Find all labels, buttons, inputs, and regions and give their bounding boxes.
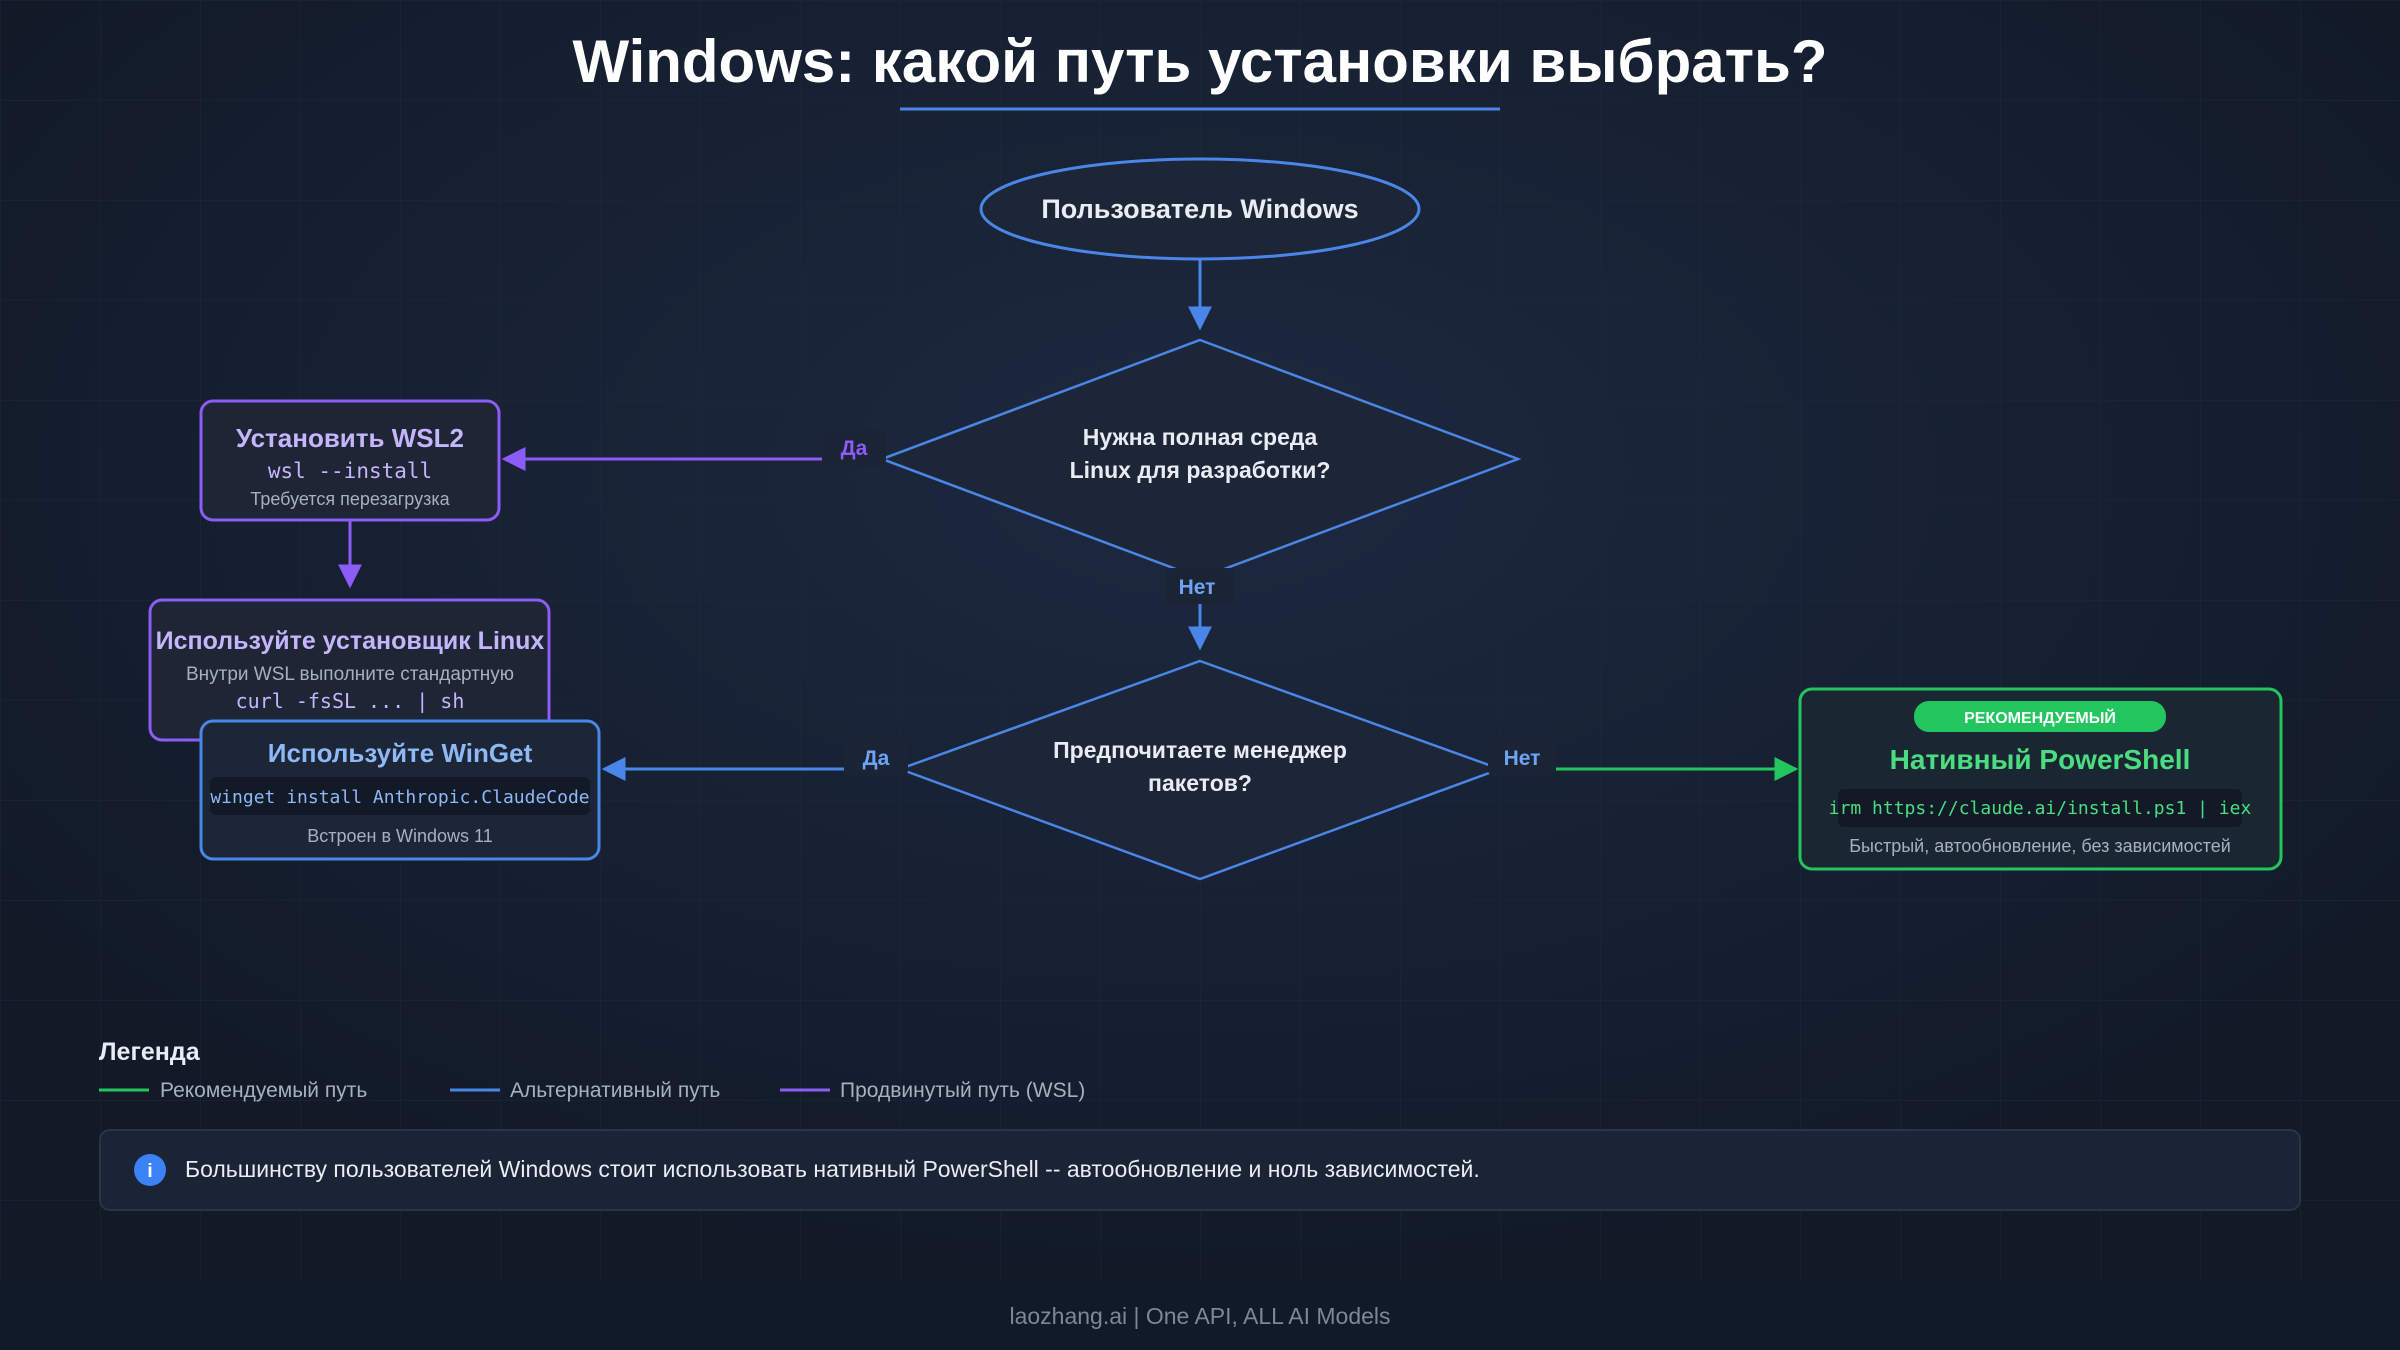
winget-command-bg [210, 777, 590, 815]
wsl2-title: Установить WSL2 [236, 423, 464, 453]
svg-text:Да: Да [841, 437, 868, 460]
start-node: Пользователь Windows [979, 157, 1421, 261]
decision2-node: Предпочитаете менеджер пакетов? [896, 659, 1504, 881]
linux-installer-command: curl -fsSL ... | sh [236, 689, 465, 713]
start-label: Пользователь Windows [1041, 194, 1358, 224]
info-icon-glyph: i [147, 1161, 152, 1182]
svg-text:Рекомендуемый путь: Рекомендуемый путь [160, 1079, 367, 1102]
svg-text:Да: Да [863, 747, 890, 770]
svg-text:Нет: Нет [1179, 576, 1216, 599]
svg-text:Нет: Нет [1504, 747, 1541, 770]
wsl2-box: Установить WSL2 wsl --install Требуется … [199, 399, 501, 522]
edge-label-d2-no: Нет [1488, 740, 1556, 776]
wsl2-command: wsl --install [268, 459, 432, 483]
legend-item-recommended: Рекомендуемый путь [99, 1079, 367, 1102]
legend: Легенда Рекомендуемый путь Альтернативны… [99, 1038, 1085, 1102]
svg-text:Альтернативный путь: Альтернативный путь [510, 1079, 720, 1102]
recommended-badge [1914, 701, 2166, 732]
wsl2-note: Требуется перезагрузка [250, 489, 450, 509]
winget-command: winget install Anthropic.ClaudeCode [210, 787, 589, 808]
legend-item-advanced: Продвинутый путь (WSL) [780, 1079, 1085, 1102]
edge-label-d2-yes: Да [844, 740, 908, 776]
winget-title: Используйте WinGet [268, 738, 533, 768]
decision1-line2: Linux для разработки? [1070, 457, 1331, 483]
footer-text: laozhang.ai | One API, ALL AI Models [1009, 1303, 1390, 1329]
winget-note: Встроен в Windows 11 [307, 826, 493, 846]
info-banner: i Большинству пользователей Windows стои… [99, 1129, 2301, 1211]
page-title: Windows: какой путь установки выбрать? [572, 28, 1827, 95]
info-text: Большинству пользователей Windows стоит … [185, 1156, 1480, 1182]
powershell-command-bg [1838, 789, 2242, 827]
legend-item-alternative: Альтернативный путь [450, 1079, 720, 1102]
legend-title: Легенда [99, 1038, 201, 1066]
decision2-line2: пакетов? [1148, 770, 1252, 796]
powershell-box: РЕКОМЕНДУЕМЫЙ Нативный PowerShell irm ht… [1798, 687, 2283, 871]
winget-box: Используйте WinGet winget install Anthro… [199, 719, 601, 861]
linux-installer-subtitle: Внутри WSL выполните стандартную [186, 664, 514, 685]
powershell-note: Быстрый, автообновление, без зависимосте… [1849, 836, 2231, 856]
decision2-line1: Предпочитаете менеджер [1053, 737, 1347, 763]
linux-installer-box: Используйте установщик Linux Внутри WSL … [148, 598, 551, 742]
svg-text:Продвинутый путь (WSL): Продвинутый путь (WSL) [840, 1079, 1085, 1102]
powershell-command: irm https://claude.ai/install.ps1 | iex [1829, 798, 2252, 819]
decision1-line1: Нужна полная среда [1083, 424, 1318, 450]
edge-label-d1-no: Нет [1166, 568, 1234, 604]
recommended-badge-label: РЕКОМЕНДУЕМЫЙ [1964, 708, 2116, 727]
linux-installer-title: Используйте установщик Linux [156, 627, 545, 655]
info-icon [134, 1154, 166, 1186]
footer-bar [0, 1280, 2400, 1350]
edge-label-d1-yes: Да [822, 430, 886, 466]
powershell-title: Нативный PowerShell [1890, 744, 2191, 775]
